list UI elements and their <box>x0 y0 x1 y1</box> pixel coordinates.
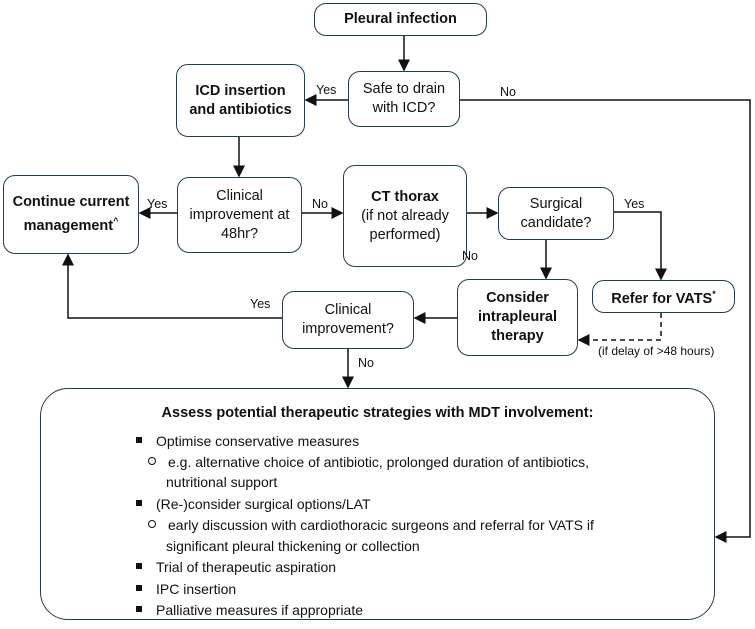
node-label: Safe to drain with ICD? <box>362 81 446 116</box>
node-clinical-improvement-48hr: Clinical improvement at 48hr? <box>177 177 302 253</box>
label-surgical-no: No <box>462 249 478 263</box>
arrow-c2-to-continue <box>62 253 282 319</box>
node-icd-insertion: ICD insertion and antibiotics <box>176 64 305 137</box>
node-pleural-infection: Pleural infection <box>314 3 487 36</box>
node-label: Clinical improvement at 48hr? <box>189 187 290 242</box>
mdt-item: Palliative measures if appropriate <box>136 602 363 618</box>
node-safe-to-drain: Safe to drain with ICD? <box>348 71 460 127</box>
node-surgical-candidate: Surgical candidate? <box>498 187 614 240</box>
label-c2-no: No <box>358 356 374 370</box>
mdt-item: IPC insertion <box>136 581 236 597</box>
node-refer-vats: Refer for VATS* <box>592 280 735 313</box>
mdt-item: Optimise conservative measures <box>136 433 359 449</box>
mdt-subitem: e.g. alternative choice of antibiotic, p… <box>148 454 589 470</box>
node-label: CT thorax <box>371 188 439 205</box>
node-intrapleural-therapy: Consider intrapleural therapy <box>457 279 578 356</box>
footnote-mark: ^ <box>113 216 119 227</box>
node-clinical-improvement: Clinical improvement? <box>282 291 414 349</box>
mdt-item: Trial of therapeutic aspiration <box>136 559 336 575</box>
node-label: Refer for VATS <box>611 290 713 307</box>
node-label: Consider intrapleural therapy <box>478 290 557 344</box>
mdt-subitem-cont: significant pleural thickening or collec… <box>166 538 420 554</box>
label-safe-yes: Yes <box>316 83 337 97</box>
node-continue-management: Continue current management^ <box>3 175 139 254</box>
node-label: Surgical candidate? <box>520 195 592 231</box>
label-delay: (if delay of >48 hours) <box>598 344 715 358</box>
node-label: ICD insertion and antibiotics <box>189 82 292 118</box>
arrow-surgical-to-vats <box>614 211 667 281</box>
label-surgical-yes: Yes <box>624 197 645 211</box>
mdt-subitem: early discussion with cardiothoracic sur… <box>148 517 594 533</box>
arrow-vats-to-intrapleural <box>577 313 662 346</box>
label-safe-no: No <box>500 85 516 99</box>
label-c48-no: No <box>312 197 328 211</box>
node-note: (if not already performed) <box>361 207 449 243</box>
node-label: Clinical improvement? <box>302 302 394 337</box>
node-label: Pleural infection <box>344 11 457 27</box>
label-c2-yes: Yes <box>250 297 271 311</box>
node-ct-thorax: CT thorax (if not already performed) <box>343 165 467 267</box>
arrow-safe-to-mdt <box>460 99 751 543</box>
mdt-item: (Re-)consider surgical options/LAT <box>136 496 371 512</box>
mdt-subitem-cont: nutritional support <box>166 474 278 490</box>
mdt-title: Assess potential therapeutic strategies … <box>161 405 594 421</box>
node-mdt-strategies: Assess potential therapeutic strategies … <box>40 388 715 620</box>
footnote-mark: * <box>712 288 716 299</box>
node-label: Continue current management <box>12 194 130 234</box>
label-c48-yes: Yes <box>147 197 168 211</box>
